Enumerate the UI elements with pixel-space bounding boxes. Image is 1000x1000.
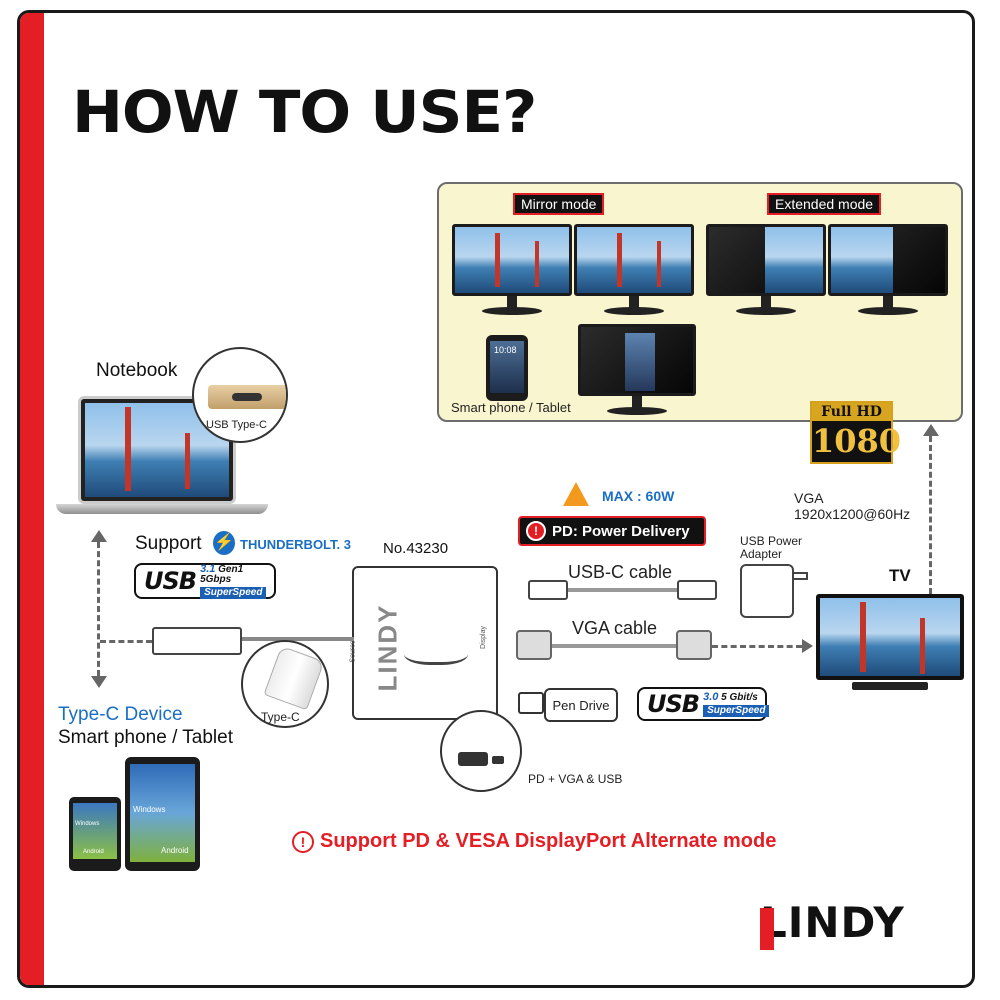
usbc-plug-right bbox=[677, 580, 717, 600]
android-phone-image: Windows Android bbox=[69, 797, 121, 871]
usb-power-line1: USB Power bbox=[740, 534, 803, 548]
tv-stand bbox=[852, 682, 928, 690]
android-tablet-image: Windows Android bbox=[125, 757, 200, 871]
warning-icon bbox=[563, 482, 589, 506]
usb-power-adapter-label: USB Power Adapter bbox=[740, 535, 802, 561]
typec-plug bbox=[152, 627, 242, 655]
typec-zoom-label: Type-C bbox=[261, 710, 300, 724]
adapter-signature bbox=[404, 638, 468, 665]
support-pd-line: ! Support PD & VESA DisplayPort Alternat… bbox=[292, 830, 776, 853]
usb-plug-icon bbox=[518, 692, 544, 714]
phone-clock: 10:08 bbox=[494, 345, 517, 355]
usb31-word: USB bbox=[144, 567, 197, 595]
max-power-label: MAX : 60W bbox=[602, 488, 675, 504]
usbc-cable-label: USB-C cable bbox=[568, 562, 673, 582]
tablet-android-label: Android bbox=[161, 846, 189, 855]
support-pd-text: Support PD & VESA DisplayPort Alternate … bbox=[320, 830, 777, 852]
usbc-plug-left bbox=[528, 580, 568, 600]
mirror-mode-label: Mirror mode bbox=[513, 193, 605, 215]
thunderbolt-icon: ⚡ bbox=[213, 531, 235, 555]
typec-plug-zoom: Type-C bbox=[241, 640, 329, 728]
pd-vga-usb-label: PD + VGA & USB bbox=[528, 772, 623, 786]
red-side-bar bbox=[20, 13, 44, 985]
thunderbolt-text: THUNDERBOLT. 3 bbox=[240, 537, 351, 552]
typec-device-title: Type-C Device bbox=[58, 704, 183, 725]
usb30-superspeed: SuperSpeed bbox=[703, 704, 770, 717]
usb30-badge: USB 3.0 5 Gbit/s SuperSpeed bbox=[637, 687, 770, 721]
vga-spec-line2: 1920x1200@60Hz bbox=[794, 506, 911, 522]
mirror-monitor-1 bbox=[452, 224, 572, 316]
usbc-cable bbox=[550, 588, 680, 592]
lindy-logo: LINDY bbox=[760, 898, 905, 947]
usb30-version: 3.0 bbox=[703, 690, 719, 703]
smartphone-image: 10:08 bbox=[486, 335, 528, 401]
notebook-device-dashline bbox=[97, 542, 100, 676]
alert-icon: ! bbox=[292, 830, 314, 853]
pen-drive-icon: Pen Drive bbox=[544, 688, 618, 722]
adapter-brand: LINDY bbox=[372, 603, 403, 692]
typec-cable bbox=[240, 637, 354, 641]
vga-plug-right bbox=[676, 630, 712, 660]
arrow-right-icon bbox=[802, 639, 813, 653]
page-title: HOW TO USE? bbox=[72, 78, 537, 146]
usb31-gen: Gen1 5Gbps bbox=[200, 563, 244, 585]
usb-port-icon bbox=[492, 756, 504, 764]
adapter-source-label: Source bbox=[349, 640, 357, 663]
full-hd-badge: Full HD 1080 bbox=[810, 401, 902, 464]
full-hd-line1: Full HD bbox=[812, 403, 891, 421]
vga-cable bbox=[552, 644, 676, 648]
pd-badge: ! PD: Power Delivery bbox=[518, 516, 706, 546]
lindy-logo-mark bbox=[760, 908, 774, 950]
smartphone-tablet-label: Smart phone / Tablet bbox=[451, 400, 571, 415]
vga-spec-line1: VGA bbox=[794, 490, 824, 506]
phone-display-monitor bbox=[578, 324, 696, 416]
notebook-base bbox=[56, 504, 268, 514]
adapter-box: LINDY Source Display bbox=[349, 566, 498, 720]
extended-monitor-2 bbox=[828, 224, 948, 316]
model-number: No.43230 bbox=[383, 540, 449, 557]
vga-cable-label: VGA cable bbox=[572, 618, 658, 638]
adapter-ports-zoom bbox=[440, 710, 522, 792]
vga-to-tv-dashline bbox=[712, 645, 802, 648]
tv-label: TV bbox=[889, 566, 911, 585]
usb31-version: 3.1 bbox=[200, 562, 216, 575]
tablet-windows-label: Windows bbox=[133, 805, 166, 814]
usb31-superspeed: SuperSpeed bbox=[200, 586, 267, 599]
tv-image bbox=[816, 594, 964, 680]
usb-typec-port-label: USB Type-C bbox=[206, 419, 267, 431]
typec-device-subtitle: Smart phone / Tablet bbox=[58, 727, 233, 748]
usb30-rate: 5 Gbit/s bbox=[721, 691, 758, 703]
alert-icon: ! bbox=[526, 521, 546, 541]
usb31-badge: USB 3.1 Gen1 5Gbps SuperSpeed bbox=[134, 563, 276, 599]
device-to-cable-dashline bbox=[100, 640, 152, 643]
full-hd-line2: 1080 bbox=[812, 422, 902, 460]
mirror-monitor-2 bbox=[574, 224, 694, 316]
vga-spec: VGA 1920x1200@60Hz bbox=[794, 490, 910, 522]
vga-plug-left bbox=[516, 630, 552, 660]
adapter-display-label: Display bbox=[479, 626, 487, 649]
phone-android-label: Android bbox=[83, 849, 104, 855]
typec-connector-icon bbox=[263, 645, 325, 711]
arrow-down-icon bbox=[91, 676, 107, 688]
tv-to-modes-dashline bbox=[929, 436, 932, 594]
pen-drive-label: Pen Drive bbox=[552, 697, 610, 713]
usb-typec-port-zoom: USB Type-C bbox=[192, 347, 288, 443]
notebook-label: Notebook bbox=[96, 360, 178, 381]
phone-windows-label: Windows bbox=[75, 821, 100, 827]
usb-power-line2: Adapter bbox=[740, 547, 783, 561]
extended-mode-label: Extended mode bbox=[767, 193, 882, 215]
usb30-word: USB bbox=[647, 690, 700, 718]
pd-label: PD: Power Delivery bbox=[552, 522, 690, 540]
arrow-up-icon bbox=[91, 530, 107, 542]
power-adapter-icon bbox=[740, 564, 794, 618]
arrow-up-icon bbox=[923, 424, 939, 436]
usb-typec-port-icon bbox=[232, 393, 262, 401]
support-label: Support bbox=[135, 533, 202, 554]
vga-port-icon bbox=[458, 752, 488, 766]
power-prongs-icon bbox=[794, 572, 808, 580]
extended-monitor-1 bbox=[706, 224, 826, 316]
